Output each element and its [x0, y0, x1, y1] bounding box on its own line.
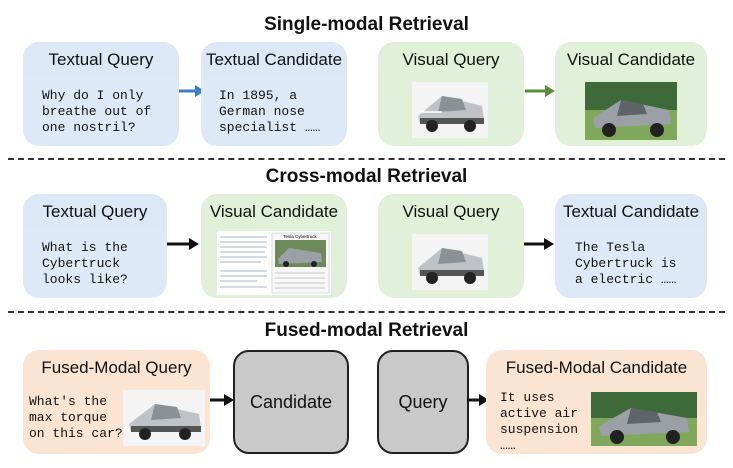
- query-text: Why do I only breathe out of one nostril…: [42, 88, 152, 135]
- card-header: Visual Query: [378, 194, 524, 230]
- cross-modal-title: Cross-modal Retrieval: [265, 166, 468, 187]
- single-visual-candidate-card: Visual Candidate: [555, 42, 707, 146]
- query-box: Query: [377, 350, 469, 454]
- candidate-box-label: Candidate: [249, 391, 333, 412]
- arrow-right-icon: [467, 394, 489, 406]
- car-photo-icon: [123, 390, 205, 446]
- section-divider: [8, 311, 725, 313]
- arrow-right-icon: [179, 85, 205, 97]
- query-box-label: Query: [398, 391, 448, 412]
- cross-visual-candidate-card: Visual Candidate Tesla Cybertruck: [201, 194, 347, 298]
- cross-visual-query-card: Visual Query: [378, 194, 524, 298]
- fused-query-card: Fused-Modal Query What's the max torque …: [23, 350, 210, 454]
- candidate-text: It uses active air suspension ……: [500, 390, 579, 453]
- card-header: Fused-Modal Candidate: [486, 350, 707, 386]
- fused-modal-title: Fused-modal Retrieval: [264, 320, 469, 341]
- card-header: Fused-Modal Query: [23, 350, 210, 386]
- card-header: Textual Candidate: [555, 194, 707, 230]
- wiki-page-thumbnail-icon: Tesla Cybertruck: [217, 231, 331, 295]
- arrow-right-icon: [524, 238, 554, 250]
- arrow-right-icon: [167, 238, 199, 250]
- cross-textual-query-card: Textual Query What is the Cybertruck loo…: [23, 194, 167, 298]
- card-header: Visual Candidate: [555, 42, 707, 78]
- arrow-right-icon: [210, 394, 234, 406]
- card-header: Visual Candidate: [201, 194, 347, 230]
- wiki-infobox-title: Tesla Cybertruck: [283, 234, 317, 239]
- car-photo-icon: [412, 234, 488, 290]
- single-modal-title: Single-modal Retrieval: [264, 14, 469, 35]
- card-header: Textual Candidate: [201, 42, 347, 78]
- candidate-text: In 1895, a German nose specialist ……: [219, 88, 321, 135]
- car-outdoor-photo-icon: [585, 82, 677, 140]
- candidate-text: The Tesla Cybertruck is a electric ……: [575, 240, 677, 287]
- single-visual-query-card: Visual Query: [378, 42, 524, 146]
- arrow-right-icon: [525, 85, 555, 97]
- cross-textual-candidate-card: Textual Candidate The Tesla Cybertruck i…: [555, 194, 707, 298]
- card-header: Textual Query: [23, 194, 167, 230]
- card-header: Visual Query: [378, 42, 524, 78]
- car-outdoor-photo-icon: [591, 392, 697, 446]
- section-divider: [8, 158, 725, 160]
- query-text: What's the max torque on this car?: [29, 394, 123, 441]
- single-textual-query-card: Textual Query Why do I only breathe out …: [23, 42, 179, 146]
- query-text: What is the Cybertruck looks like?: [42, 240, 128, 287]
- car-photo-icon: [412, 82, 488, 138]
- single-textual-candidate-card: Textual Candidate In 1895, a German nose…: [201, 42, 347, 146]
- candidate-box: Candidate: [233, 350, 349, 454]
- fused-candidate-card: Fused-Modal Candidate It uses active air…: [486, 350, 707, 454]
- card-header: Textual Query: [23, 42, 179, 78]
